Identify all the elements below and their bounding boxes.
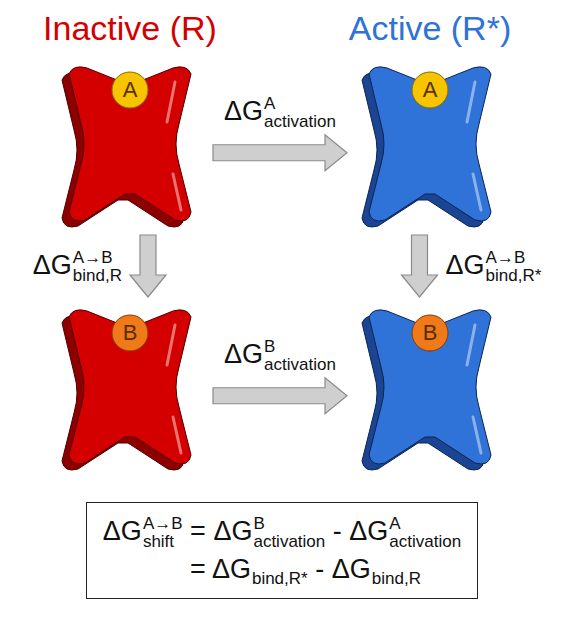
- receptor-face: [69, 67, 191, 221]
- receptor-highlight: [467, 82, 481, 210]
- ligand-letter: B: [123, 322, 138, 344]
- receptor-face: [369, 310, 491, 464]
- block-arrow: [213, 378, 347, 414]
- receptor-shape: B: [355, 305, 505, 470]
- block-arrow: [213, 135, 347, 171]
- receptor-shape: A: [355, 62, 505, 227]
- ligand-letter: B: [423, 322, 438, 344]
- block-arrow: [130, 235, 166, 297]
- column-title: Active (R*): [349, 10, 511, 47]
- edge-label-box: ΔG A→B bind,R*: [444, 247, 544, 285]
- ligand-letter: A: [423, 79, 438, 101]
- energy-label: ΔG A→B bind,R: [33, 247, 122, 285]
- receptor-highlight: [167, 325, 181, 453]
- energy-label: ΔG B activation: [224, 336, 336, 374]
- equation-text: ΔG A→B shift = ΔG B activation - ΔG A ac…: [103, 513, 461, 588]
- energy-label: ΔG A→B bind,R*: [446, 247, 542, 285]
- receptor-shape: B: [55, 305, 205, 470]
- ligand-circle: [412, 72, 448, 108]
- ligand-circle: [112, 315, 148, 351]
- block-arrow: [402, 235, 438, 297]
- equation-box: ΔG A→B shift = ΔG B activation - ΔG A ac…: [86, 502, 478, 599]
- column-title: Inactive (R): [43, 10, 217, 47]
- receptor-face: [369, 67, 491, 221]
- edge-label-box: ΔG B activation: [222, 336, 338, 374]
- energy-label: ΔG A activation: [224, 93, 336, 131]
- receptor-face: [69, 310, 191, 464]
- edge-label-box: ΔG A→B bind,R: [31, 247, 124, 285]
- receptor-highlight: [467, 325, 481, 453]
- receptor-highlight: [167, 82, 181, 210]
- receptor-shape: A: [55, 62, 205, 227]
- ligand-circle: [412, 315, 448, 351]
- edge-label-box: ΔG A activation: [222, 93, 338, 131]
- ligand-circle: [112, 72, 148, 108]
- ligand-letter: A: [123, 79, 138, 101]
